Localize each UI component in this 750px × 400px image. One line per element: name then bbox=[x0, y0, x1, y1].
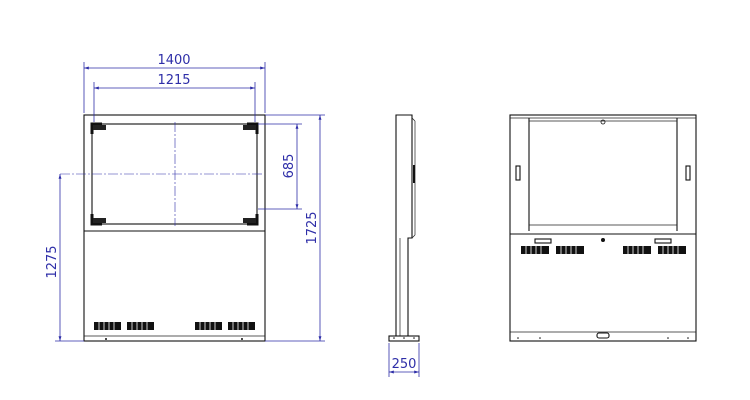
depth-label: 250 bbox=[392, 357, 417, 372]
screen-center-height-label: 1275 bbox=[45, 245, 60, 278]
rear-view-cable-slot bbox=[596, 332, 610, 339]
total-height-label: 1725 bbox=[305, 211, 320, 244]
rear-view-vent-grilles bbox=[521, 246, 686, 254]
side-view-bevel bbox=[411, 234, 416, 239]
side-view-handle bbox=[413, 165, 415, 183]
dimension-screen-width: 1215 bbox=[93, 73, 256, 122]
side-view-foot-hole bbox=[393, 337, 395, 339]
rear-view-mount-hole bbox=[600, 119, 606, 125]
dimension-screen-height: 685 bbox=[258, 123, 302, 210]
front-view-corner-bracket bbox=[90, 214, 102, 226]
rear-view-foot-hole bbox=[667, 337, 669, 339]
rear-view-label-plate-left bbox=[534, 238, 552, 244]
rear-view-label-plate-right bbox=[654, 238, 672, 244]
front-view-corner-clip bbox=[243, 125, 256, 130]
screen-width-label: 1215 bbox=[157, 73, 190, 88]
front-view-corner-bracket bbox=[247, 122, 259, 134]
rear-view bbox=[509, 114, 697, 342]
rear-view-foot-hole bbox=[517, 337, 519, 339]
side-view: 250 bbox=[388, 114, 420, 377]
rear-view-port bbox=[601, 238, 605, 242]
rear-view-foot-hole bbox=[539, 337, 541, 339]
rear-view-handle-right bbox=[685, 165, 691, 181]
front-view-corner-bracket bbox=[247, 214, 259, 226]
rear-view-outer-frame bbox=[509, 114, 697, 342]
side-view-bevel bbox=[411, 117, 416, 122]
front-view-outer-frame bbox=[83, 114, 266, 342]
side-view-base bbox=[388, 335, 420, 342]
front-view-corner-bracket bbox=[90, 122, 102, 134]
total-width-label: 1400 bbox=[157, 53, 190, 68]
side-view-foot-hole bbox=[403, 337, 405, 339]
front-view: 1400 1215 685 1725 1275 bbox=[45, 53, 325, 342]
dimension-total-width: 1400 bbox=[83, 53, 266, 113]
rear-view-handle-left bbox=[515, 165, 521, 181]
dimension-depth: 250 bbox=[388, 343, 420, 377]
dimension-screen-center-height: 1275 bbox=[45, 174, 84, 342]
screen-height-label: 685 bbox=[282, 154, 297, 179]
front-view-vent-grilles bbox=[94, 322, 255, 330]
front-view-corner-clip bbox=[243, 218, 256, 223]
front-view-corner-clip bbox=[93, 218, 106, 223]
rear-view-foot-hole bbox=[687, 337, 689, 339]
front-view-corner-clip bbox=[93, 125, 106, 130]
side-view-body bbox=[395, 114, 413, 337]
side-view-foot-hole bbox=[413, 337, 415, 339]
front-view-foot-left bbox=[105, 338, 107, 340]
dimension-total-height: 1725 bbox=[265, 114, 325, 342]
front-view-foot-right bbox=[241, 338, 243, 340]
